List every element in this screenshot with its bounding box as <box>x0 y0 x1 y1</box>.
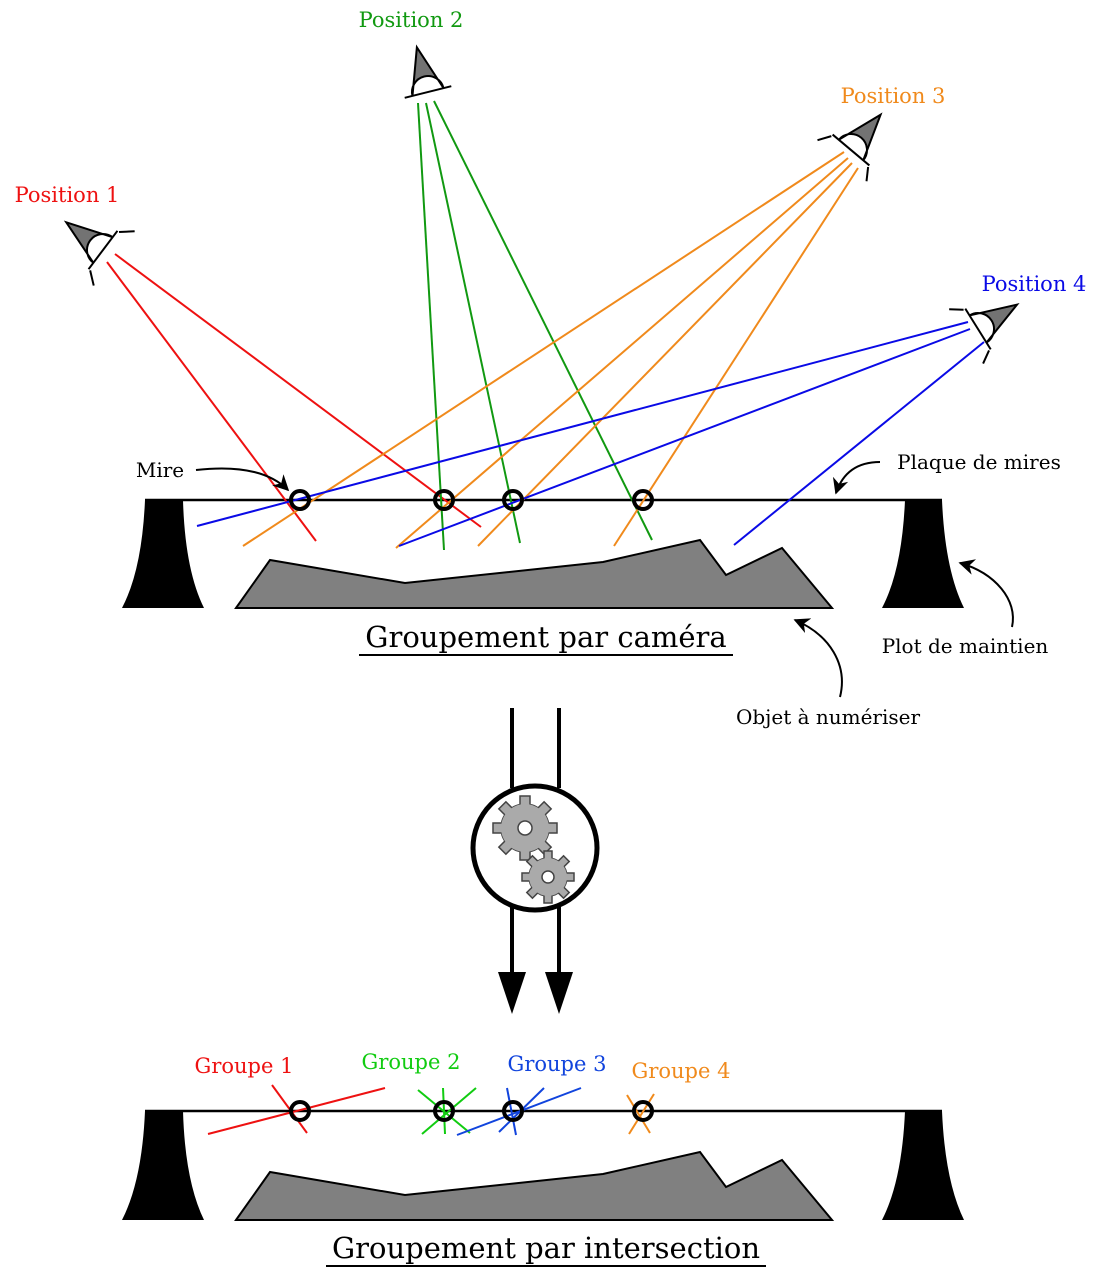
camera-icon-3 <box>817 112 883 182</box>
objet-label: Objet à numériser <box>736 705 921 729</box>
gears-icon <box>492 795 575 904</box>
targets-top <box>289 489 654 511</box>
position-1-label: Position 1 <box>15 183 120 207</box>
top-title: Groupement par caméra <box>365 620 726 654</box>
plaque-arrow <box>832 461 881 495</box>
position-2-label: Position 2 <box>359 8 464 32</box>
object-to-scan <box>234 1150 835 1221</box>
top-scene: Position 1 Position 2 Position 3 Positio… <box>15 8 1087 729</box>
rays-position-3 <box>242 151 859 549</box>
group-1-rays <box>207 1084 386 1135</box>
group-2-rays <box>417 1087 477 1135</box>
bottom-title: Groupement par intersection <box>332 1231 760 1265</box>
plot-arrow <box>958 559 1014 628</box>
targets-bottom <box>289 1100 654 1122</box>
group-3-label: Groupe 3 <box>508 1052 607 1076</box>
process-flow <box>470 708 600 1014</box>
target-ring-icon <box>632 1100 654 1122</box>
arrow-down-icon <box>498 972 526 1014</box>
camera-icon-1 <box>63 220 135 286</box>
group-4-label: Groupe 4 <box>632 1059 731 1083</box>
target-ring-icon <box>289 1100 311 1122</box>
rays-position-1 <box>106 253 482 542</box>
support-plot-left <box>122 500 204 608</box>
mire-arrow <box>195 467 290 492</box>
group-1-label: Groupe 1 <box>195 1054 294 1078</box>
rays-position-4 <box>196 321 985 547</box>
target-ring-icon <box>433 1100 455 1122</box>
bottom-scene: Groupe 1 Groupe 2 Groupe 3 Groupe 4 Grou… <box>122 1050 964 1267</box>
position-3-label: Position 3 <box>841 84 946 108</box>
plaque-label: Plaque de mires <box>897 450 1061 474</box>
support-plot-left <box>122 1111 204 1220</box>
mire-label: Mire <box>136 458 184 482</box>
camera-icon-2 <box>404 44 452 99</box>
support-plot-right <box>882 1111 964 1220</box>
target-ring-icon <box>502 489 524 511</box>
group-2-label: Groupe 2 <box>362 1050 461 1074</box>
position-4-label: Position 4 <box>982 272 1087 296</box>
object-to-scan <box>234 538 835 609</box>
target-ring-icon <box>433 489 455 511</box>
camera-icon-4 <box>949 303 1020 364</box>
plot-label: Plot de maintien <box>882 634 1049 658</box>
support-plot-right <box>882 500 964 608</box>
target-ring-icon <box>632 489 654 511</box>
group-4-rays <box>626 1093 655 1135</box>
arrow-down-icon <box>545 972 573 1014</box>
objet-arrow <box>793 618 843 698</box>
target-ring-icon <box>289 489 311 511</box>
target-ring-icon <box>502 1100 524 1122</box>
rays-position-2 <box>417 100 653 551</box>
